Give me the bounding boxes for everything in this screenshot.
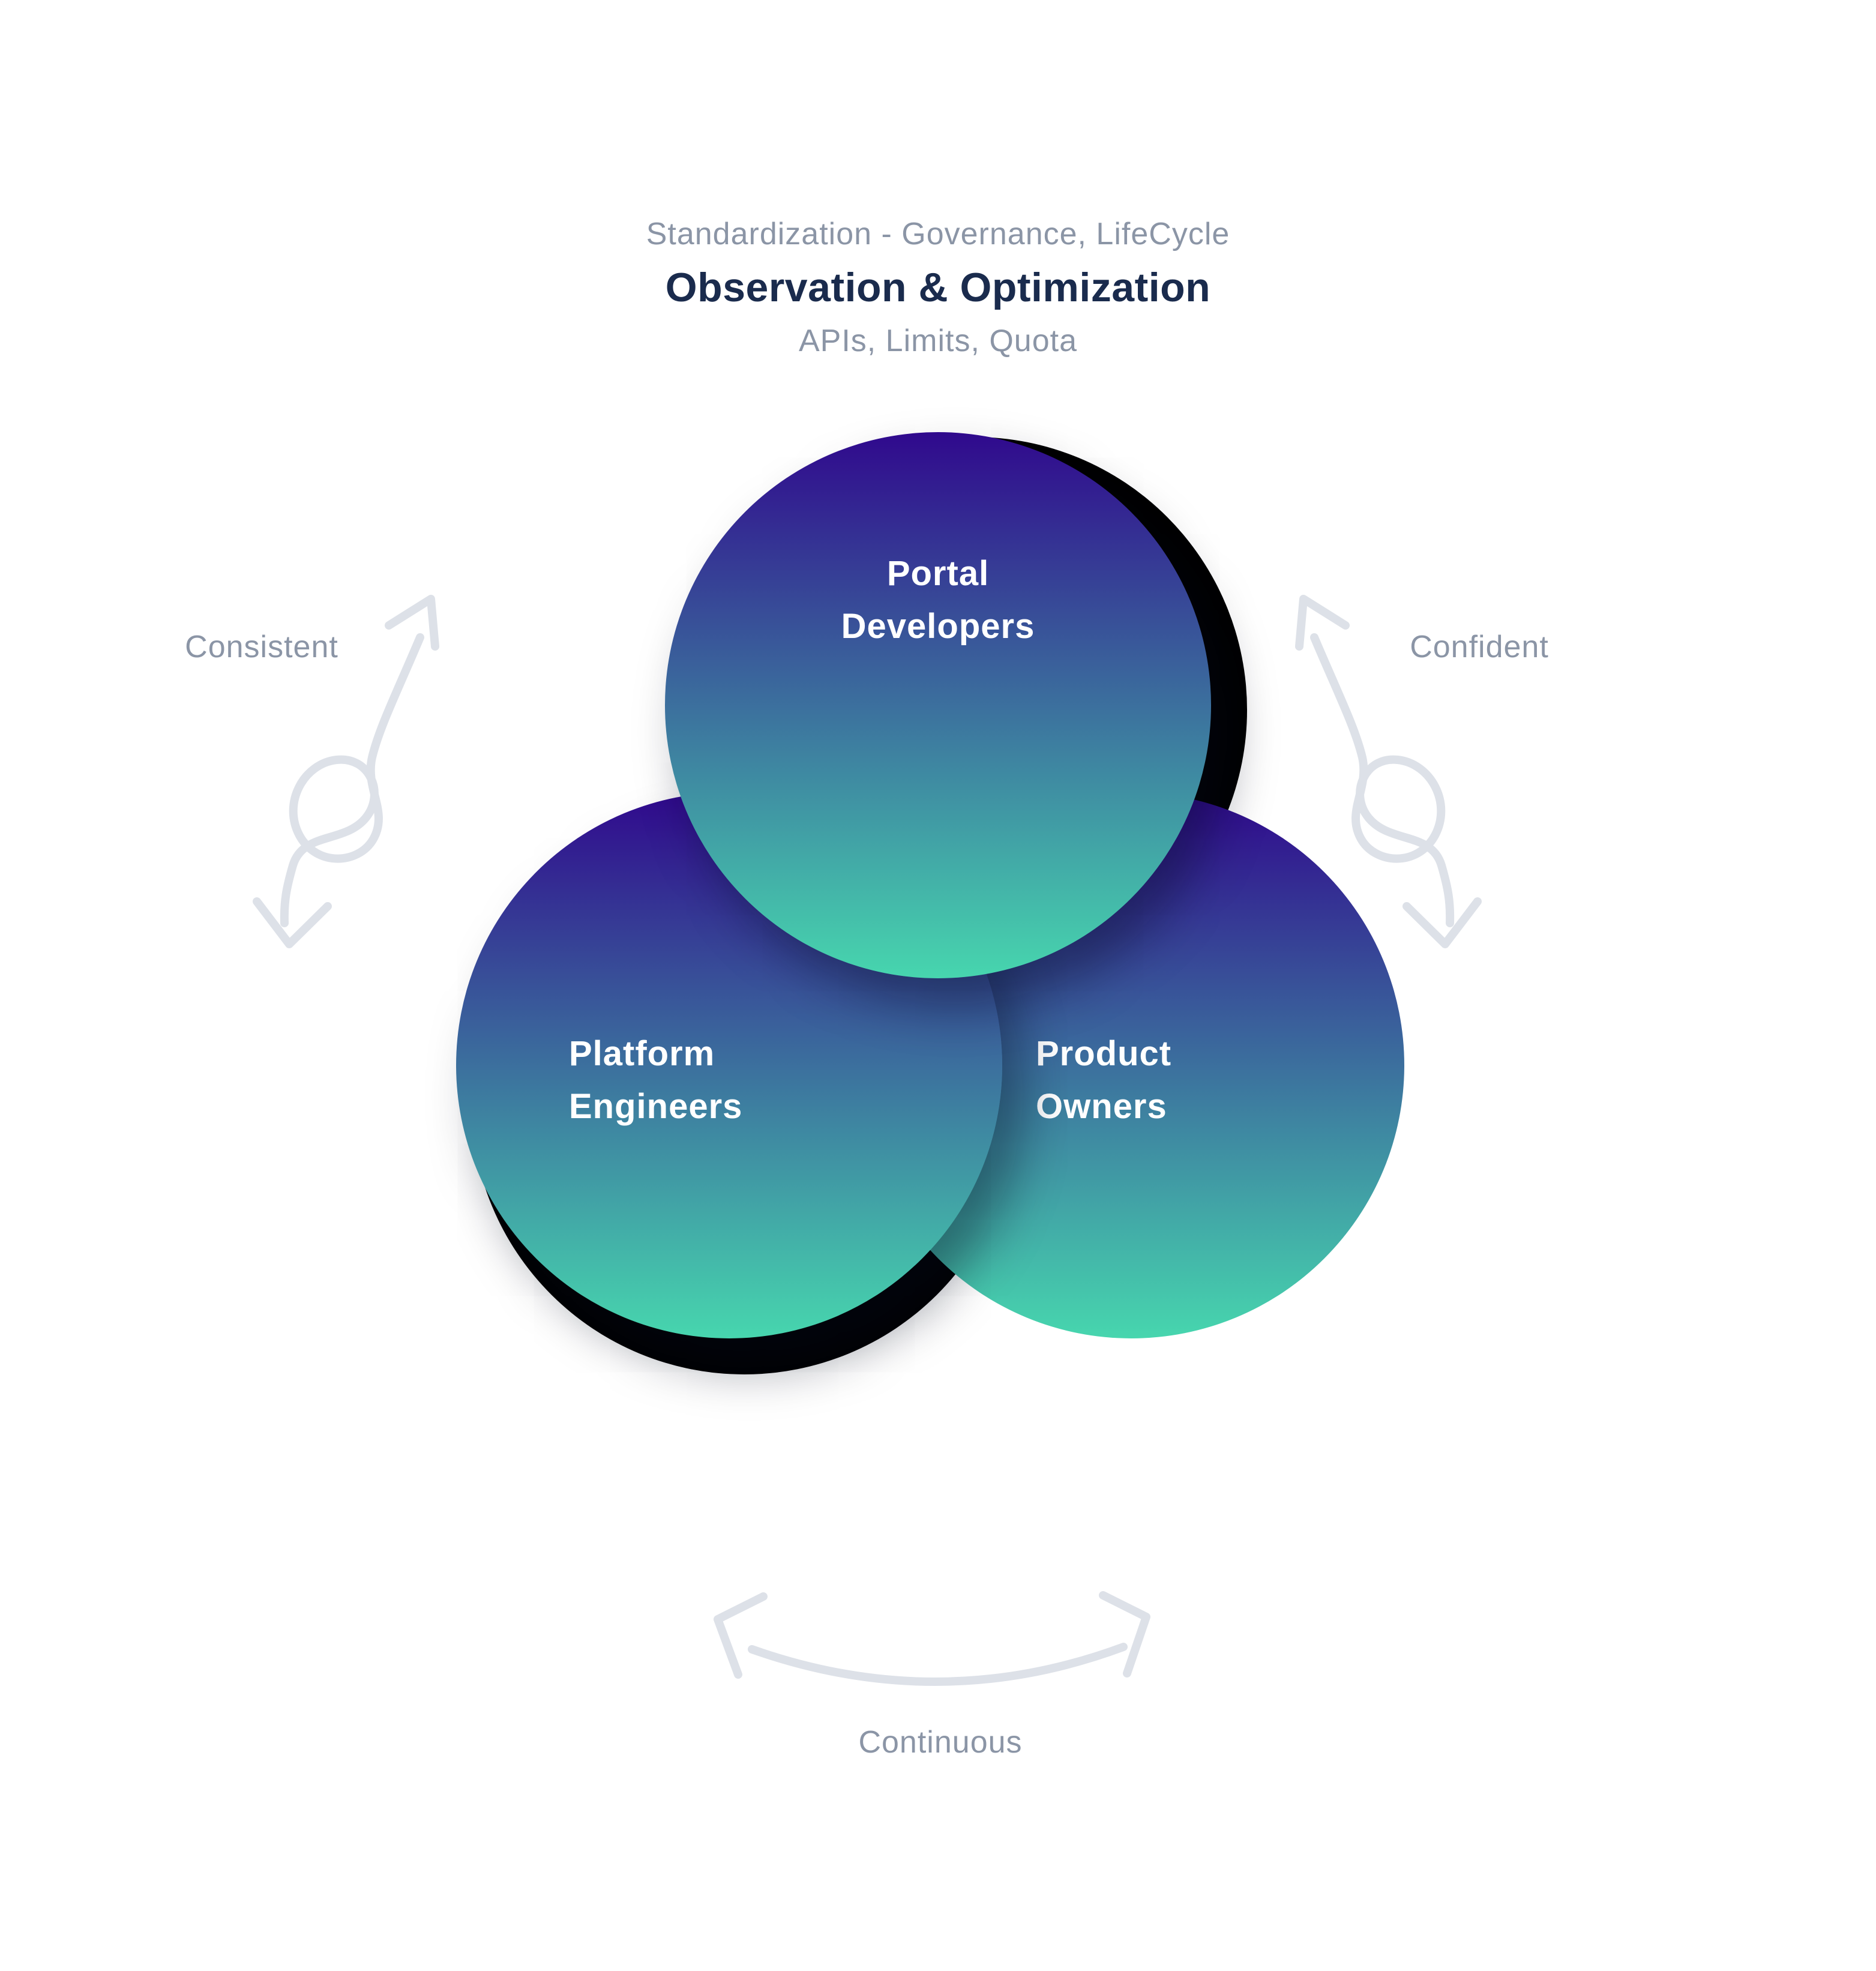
left-cycle-label: Consistent [185,630,338,664]
curly-arrow-right-head-top [1295,595,1350,651]
top-caption: Standardization - Governance, LifeCycle … [646,208,1230,367]
circle-label-product-owners: Product Owners [1036,1028,1171,1133]
circle-label-platform-engineers: Platform Engineers [569,1028,742,1133]
curly-arrow-left-head-bottom [253,897,332,948]
smile-arrow-head-left [714,1592,768,1679]
top-caption-subtitle-below: APIs, Limits, Quota [798,323,1078,358]
top-caption-subtitle-above: Standardization - Governance, LifeCycle [646,217,1230,251]
smile-arrow-head-right [1099,1591,1150,1678]
smile-arrow-arc [748,1643,1128,1686]
circle-portal-developers: Portal Developers [665,432,1211,978]
curly-arrow-right-head-bottom [1402,897,1482,948]
circle-label-line: Engineers [569,1087,743,1126]
circle-label-portal-developers: Portal Developers [665,547,1211,653]
right-cycle-label: Confident [1410,630,1549,664]
circle-label-line: Product [1036,1034,1172,1073]
circle-platform-engineers: Platform Engineers [456,792,1002,1338]
smile-arrow-icon [714,1591,1150,1686]
bottom-cycle-label: Continuous [858,1725,1023,1760]
circle-label-line: Platform [569,1034,715,1073]
curly-arrow-right-body [1310,633,1455,927]
circle-label-line: Owners [1036,1087,1167,1126]
curly-arrow-left-body [280,633,424,927]
circle-label-line: Portal [886,554,990,593]
circle-label-line: Developers [841,607,1035,646]
curly-arrow-left-head-top [385,595,439,651]
top-caption-title: Observation & Optimization [665,265,1211,310]
